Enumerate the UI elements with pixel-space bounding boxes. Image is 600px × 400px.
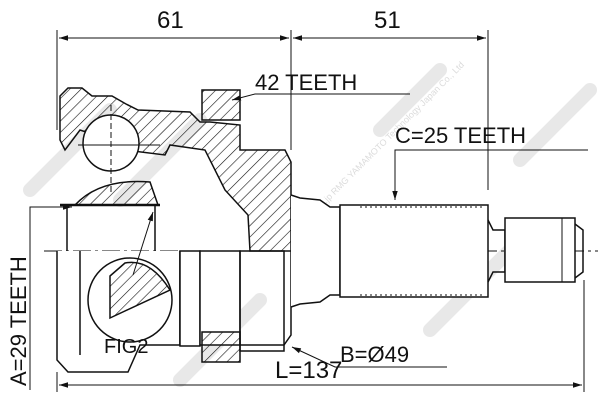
label-fig2: FIG2 (104, 336, 148, 358)
abs-ring-upper (201, 89, 241, 121)
housing-upper-section (59, 87, 292, 252)
stem-neck (290, 194, 341, 308)
leader-25-teeth (392, 149, 588, 200)
dim-label-61: 61 (157, 7, 184, 34)
label-25-teeth: C=25 TEETH (395, 123, 526, 148)
inner-race-section (73, 180, 160, 206)
body-step (179, 250, 201, 347)
label-29-teeth: A=29 TEETH (6, 256, 31, 386)
body-flange (199, 250, 241, 346)
leader-29-teeth (29, 204, 72, 390)
label-42-teeth: 42 TEETH (255, 70, 357, 95)
label-total-length: L=137 (275, 357, 342, 384)
leader-42-teeth (231, 93, 410, 101)
abs-ring-lower (201, 331, 241, 363)
label-diameter: B=Ø49 (340, 342, 409, 367)
leader-diameter (291, 346, 447, 368)
threaded-tip (504, 217, 576, 283)
tip-chamfer (574, 223, 584, 279)
fig2-section (109, 261, 172, 320)
dim-label-51: 51 (374, 7, 401, 34)
fig2-leader (132, 211, 154, 276)
spline-shaft (339, 204, 489, 298)
body-neck (239, 250, 285, 352)
